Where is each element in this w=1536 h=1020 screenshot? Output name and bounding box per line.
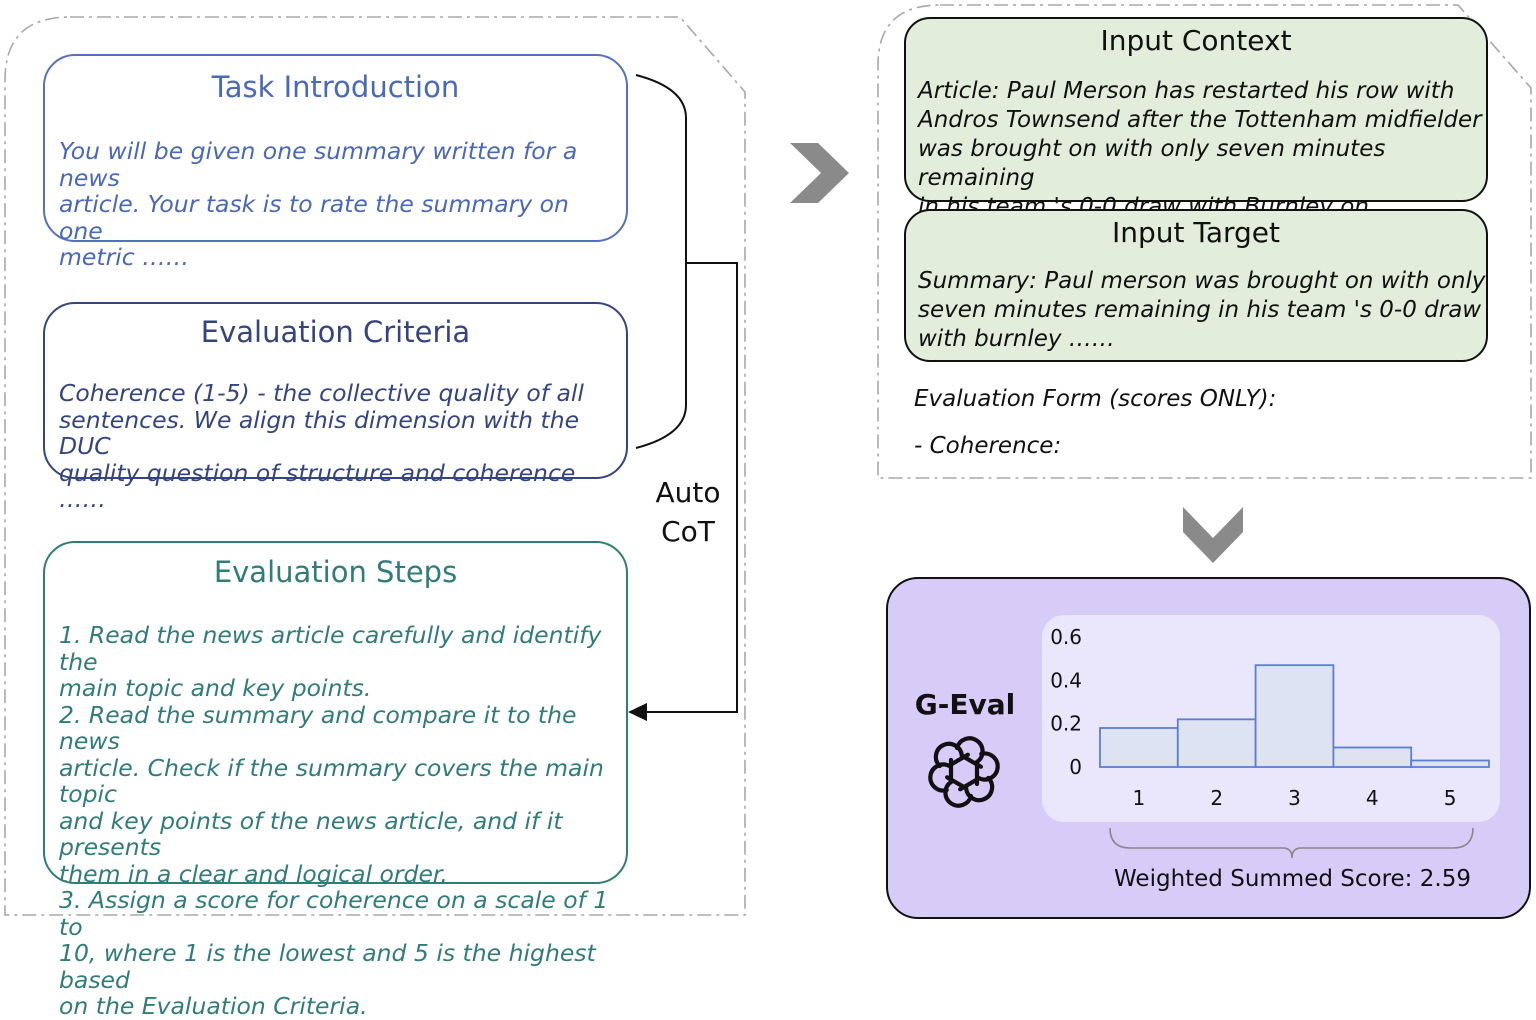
auto-cot-label: Auto CoT — [645, 473, 731, 551]
evaluation-criteria-title: Evaluation Criteria — [200, 315, 471, 349]
openai-logo-icon — [928, 736, 1000, 808]
bar-4 — [1332, 746, 1413, 768]
left-panel-outline — [4, 16, 746, 916]
x-tick-label: 3 — [1288, 786, 1301, 810]
input-context-title: Input Context — [1100, 24, 1292, 57]
right-chevron-icon — [790, 143, 849, 203]
chart-bars — [1099, 664, 1490, 768]
x-tick-label: 1 — [1133, 786, 1146, 810]
score-brace — [1109, 827, 1474, 859]
bar-1 — [1099, 727, 1179, 768]
bar-2 — [1176, 718, 1257, 768]
auto-cot-arrow-line — [645, 262, 738, 713]
evaluation-criteria-text: Coherence (1-5) - the collective quality… — [59, 379, 584, 513]
bar-5 — [1410, 759, 1490, 768]
y-tick-label: 0 — [1069, 755, 1082, 779]
coherence-field-label: - Coherence: — [914, 433, 1062, 459]
logo-petal — [954, 736, 985, 787]
bar-3 — [1254, 664, 1335, 768]
auto-cot-line1: Auto — [655, 476, 721, 509]
input-target-title: Input Target — [1111, 216, 1281, 249]
y-tick-label: 0.4 — [1050, 668, 1082, 692]
evaluation-steps-box: Evaluation Steps 1. Read the news articl… — [43, 541, 628, 1019]
x-tick-label: 4 — [1366, 786, 1379, 810]
x-tick-label: 5 — [1444, 786, 1457, 810]
auto-cot-line2: CoT — [661, 515, 715, 548]
score-distribution-chart: 0.6 0.4 0.2 0 1 2 3 4 5 — [1050, 625, 1490, 859]
x-tick-label: 2 — [1210, 786, 1223, 810]
right-panel-outline — [877, 4, 1532, 479]
y-tick-label: 0.2 — [1050, 712, 1082, 736]
diagram-connectors — [4, 4, 1532, 916]
evaluation-form-label: Evaluation Form (scores ONLY): — [914, 386, 1277, 412]
logo-petal — [928, 752, 970, 793]
curly-brace — [635, 74, 687, 449]
input-target-box: Input Target Summary: Paul merson was br… — [904, 209, 1488, 362]
weighted-score-label: Weighted Summed Score: 2.59 — [1114, 866, 1471, 892]
chart-x-ticks: 1 2 3 4 5 — [1133, 786, 1457, 810]
input-target-text: Summary: Paul merson was brought on with… — [918, 268, 1486, 352]
logo-petal — [958, 751, 1000, 792]
task-introduction-text: You will be given one summary written fo… — [59, 137, 578, 271]
g-eval-label: G-Eval — [914, 688, 1016, 721]
task-introduction-title: Task Introduction — [211, 70, 460, 104]
evaluation-criteria-box: Evaluation Criteria Coherence (1-5) - th… — [43, 302, 628, 512]
y-tick-label: 0.6 — [1050, 625, 1082, 649]
evaluation-steps-title: Evaluation Steps — [213, 555, 458, 589]
task-introduction-box: Task Introduction You will be given one … — [43, 54, 628, 270]
logo-petal — [933, 741, 983, 769]
down-chevron-icon — [1183, 507, 1243, 563]
auto-cot-arrow-head — [628, 703, 647, 721]
logo-petal — [943, 757, 974, 808]
logo-petal — [945, 775, 995, 803]
chart-y-ticks: 0.6 0.4 0.2 0 — [1050, 625, 1082, 779]
